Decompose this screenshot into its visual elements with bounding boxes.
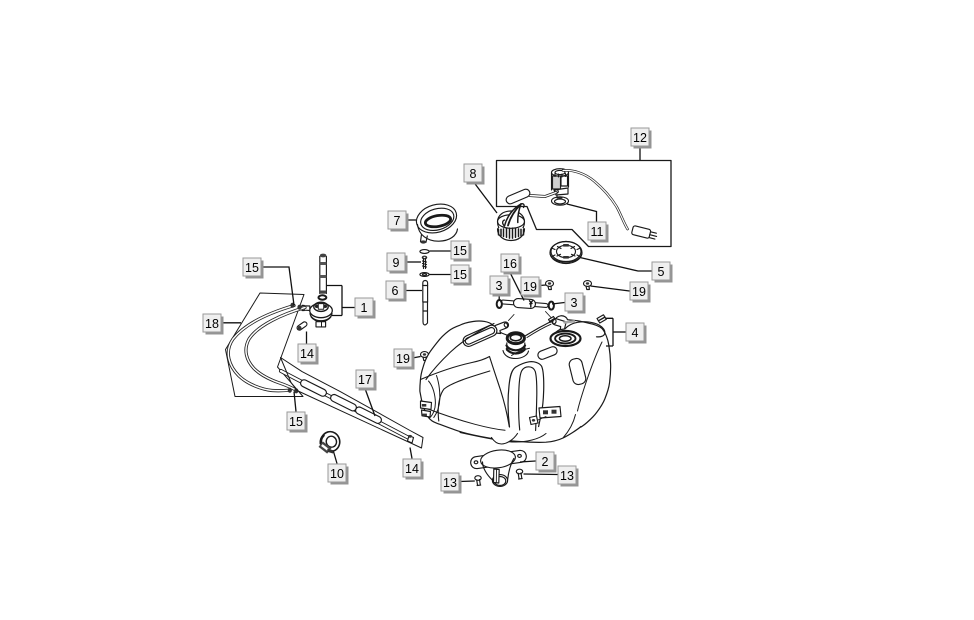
svg-text:15: 15 — [453, 244, 467, 258]
svg-text:9: 9 — [393, 256, 400, 270]
svg-text:12: 12 — [633, 131, 647, 145]
svg-text:2: 2 — [542, 455, 549, 469]
svg-text:17: 17 — [358, 373, 372, 387]
svg-text:3: 3 — [571, 296, 578, 310]
svg-text:15: 15 — [245, 261, 259, 275]
svg-text:15: 15 — [453, 268, 467, 282]
svg-text:19: 19 — [632, 285, 646, 299]
svg-text:13: 13 — [443, 476, 457, 490]
svg-text:11: 11 — [591, 225, 604, 239]
svg-text:14: 14 — [405, 462, 419, 476]
svg-text:6: 6 — [392, 284, 399, 298]
svg-text:8: 8 — [470, 167, 477, 181]
svg-text:10: 10 — [330, 467, 344, 481]
svg-text:19: 19 — [523, 280, 537, 294]
svg-text:18: 18 — [205, 317, 219, 331]
svg-text:19: 19 — [396, 352, 410, 366]
svg-text:5: 5 — [658, 265, 665, 279]
svg-text:13: 13 — [560, 469, 574, 483]
svg-text:7: 7 — [394, 214, 401, 228]
svg-text:15: 15 — [289, 415, 303, 429]
svg-text:16: 16 — [503, 257, 517, 271]
svg-text:1: 1 — [361, 301, 368, 315]
svg-text:3: 3 — [496, 279, 503, 293]
svg-text:4: 4 — [632, 326, 639, 340]
svg-text:14: 14 — [300, 347, 314, 361]
